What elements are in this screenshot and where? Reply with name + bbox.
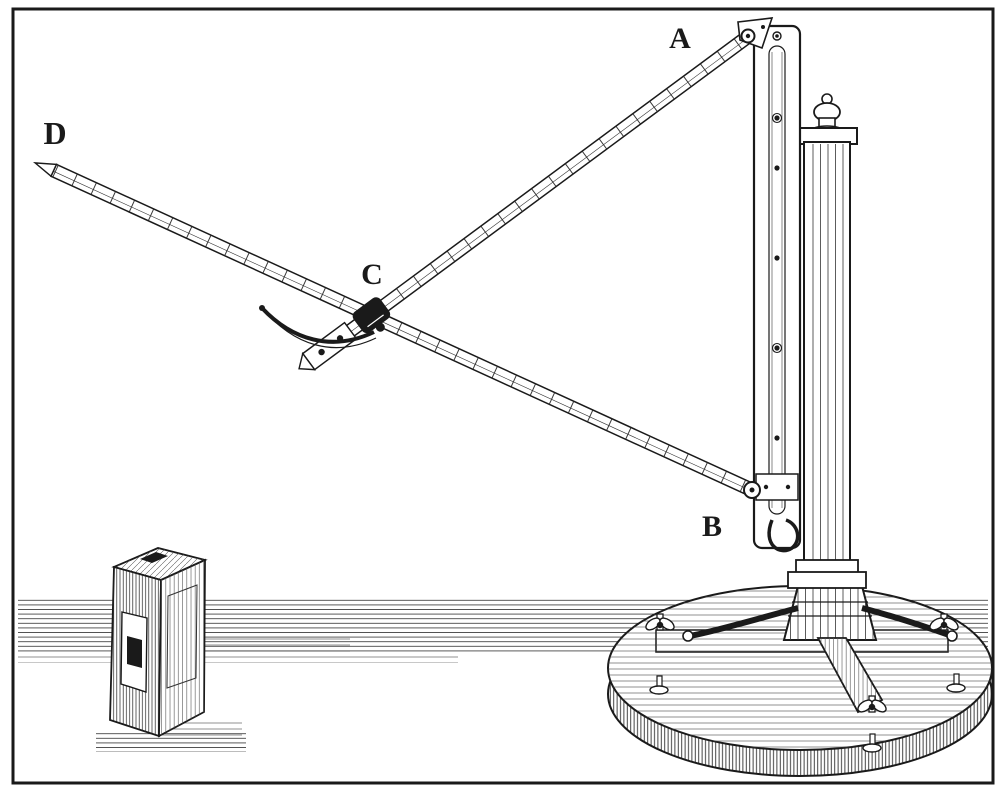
box-top-slit (140, 552, 168, 563)
thumbscrew-right (929, 613, 959, 631)
thumbscrew-left (645, 613, 675, 631)
box-side-panel (166, 584, 198, 689)
pivot-A (737, 17, 774, 50)
arm-BD-tip (33, 162, 58, 178)
arm-BD (33, 162, 756, 497)
slot-stud (774, 435, 780, 441)
scroll-leg-left (689, 605, 799, 639)
bar-clamp-block (755, 473, 799, 501)
pillar-column (787, 93, 867, 589)
cursor-spring (259, 305, 377, 349)
slotted-scale-bar (752, 24, 802, 553)
arm-AC (298, 31, 751, 371)
storage-box (96, 547, 246, 752)
label-C: C (361, 258, 383, 291)
foot-pad-front (862, 733, 882, 753)
foot-pad-right (946, 673, 966, 693)
slot-stud (774, 345, 780, 351)
scroll-leg-right (861, 605, 953, 639)
label-A: A (669, 22, 691, 55)
pivot-B (743, 481, 761, 499)
bar-hook (767, 518, 800, 553)
foot-pad-left (649, 675, 669, 695)
label-D: D (43, 115, 66, 151)
label-B: B (702, 510, 722, 543)
bar-slot (768, 45, 786, 515)
circular-base (607, 585, 993, 777)
slot-stud (774, 255, 780, 261)
slot-stud (774, 115, 780, 121)
thumbscrew-front (857, 695, 887, 713)
slot-stud (774, 165, 780, 171)
clamp-knob (375, 322, 385, 332)
figure-frame (11, 7, 995, 785)
